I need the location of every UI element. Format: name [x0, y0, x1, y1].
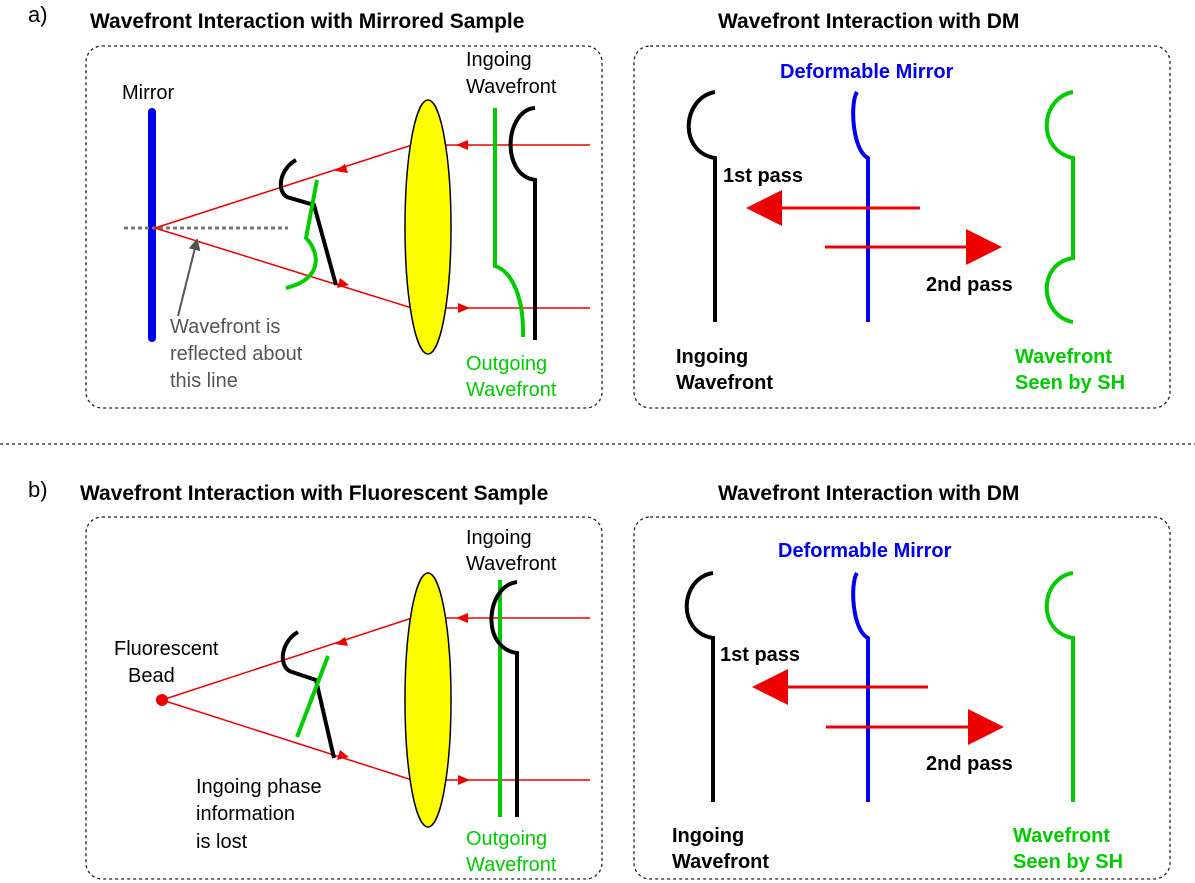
dm-label: Deformable Mirror — [778, 540, 952, 562]
panel-a-right-title: Wavefront Interaction with DM — [718, 10, 1019, 33]
ingoing-label-line-1: Ingoing — [466, 527, 532, 549]
panel-b-right-title: Wavefront Interaction with DM — [718, 482, 1019, 505]
lost-note-line-1: Ingoing phase — [196, 776, 322, 798]
lost-note-line-2: information — [196, 803, 295, 825]
outgoing-wavefront-focal — [285, 179, 319, 290]
sh-wavefront — [1044, 90, 1075, 324]
ingoing-label-line-2: Wavefront — [466, 76, 557, 98]
panel-b-left-box — [85, 516, 603, 880]
dm-label: Deformable Mirror — [780, 61, 954, 83]
dm-ingoing-line-2: Wavefront — [672, 851, 769, 873]
panel-a-right-box — [633, 45, 1171, 409]
outgoing-label-line-2: Wavefront — [466, 379, 557, 401]
note-line-2: reflected about — [170, 343, 303, 365]
note-line-1: Wavefront is — [170, 316, 280, 338]
outgoing-label-line-1: Outgoing — [466, 353, 547, 375]
sh-line-1: Wavefront — [1013, 825, 1110, 847]
bead-label-line-2: Bead — [128, 665, 175, 687]
first-pass-arrowhead — [752, 669, 788, 705]
ray-arrowhead — [458, 775, 470, 785]
outgoing-wavefront-focal — [295, 655, 330, 738]
panel-a-left-title: Wavefront Interaction with Mirrored Samp… — [90, 10, 524, 33]
panel-b-tag: b) — [28, 477, 48, 502]
bead-label-line-1: Fluorescent — [114, 638, 219, 660]
ray-reflect — [154, 227, 413, 309]
ray-converge — [154, 144, 413, 229]
sh-wavefront — [1044, 571, 1075, 802]
second-pass-label: 2nd pass — [926, 753, 1013, 775]
ingoing-wavefront-focal — [279, 158, 338, 286]
ray-arrowhead — [335, 164, 348, 173]
ray-arrowhead — [337, 278, 349, 288]
ingoing-wavefront-focal — [281, 630, 336, 759]
note-line-3: this line — [170, 370, 238, 392]
second-pass-arrowhead — [966, 229, 1002, 265]
ray-emit — [161, 699, 413, 781]
first-pass-label: 1st pass — [723, 165, 803, 187]
deformable-mirror — [851, 571, 870, 802]
ingoing-wavefront — [489, 580, 519, 817]
lost-note-line-3: is lost — [196, 831, 248, 853]
sh-line-1: Wavefront — [1015, 346, 1112, 368]
second-pass-label: 2nd pass — [926, 274, 1013, 296]
sh-line-2: Seen by SH — [1013, 851, 1123, 873]
panel-a-tag: a) — [28, 2, 48, 27]
first-pass-label: 1st pass — [720, 644, 800, 666]
ray-converge — [161, 617, 413, 701]
ingoing-wavefront — [508, 106, 537, 340]
outgoing-label-line-2: Wavefront — [466, 854, 557, 876]
lens — [404, 572, 452, 828]
ingoing-label-line-1: Ingoing — [466, 49, 532, 71]
panel-a-left-box — [85, 45, 603, 409]
dm-ingoing-line-2: Wavefront — [676, 372, 773, 394]
dm-ingoing-wavefront — [686, 90, 717, 322]
ray-arrowhead — [335, 637, 348, 646]
dm-ingoing-line-1: Ingoing — [672, 825, 744, 847]
second-pass-arrowhead — [968, 709, 1004, 745]
panel-b-left-title: Wavefront Interaction with Fluorescent S… — [80, 482, 548, 505]
sh-line-2: Seen by SH — [1015, 372, 1125, 394]
mirror-label: Mirror — [122, 82, 175, 104]
ray-arrowhead — [337, 750, 349, 760]
ray-arrowhead — [456, 140, 468, 150]
ray-arrowhead — [458, 303, 470, 313]
dm-ingoing-wavefront — [684, 571, 715, 802]
ray-arrowhead — [456, 613, 468, 623]
outgoing-label-line-1: Outgoing — [466, 828, 547, 850]
dm-ingoing-line-1: Ingoing — [676, 346, 748, 368]
lens — [404, 99, 452, 355]
ingoing-label-line-2: Wavefront — [466, 553, 557, 575]
note-arrow — [177, 238, 201, 317]
deformable-mirror — [851, 90, 870, 322]
panel-b-right-box — [633, 516, 1171, 880]
outgoing-wavefront — [493, 108, 526, 338]
first-pass-arrowhead — [746, 190, 782, 226]
